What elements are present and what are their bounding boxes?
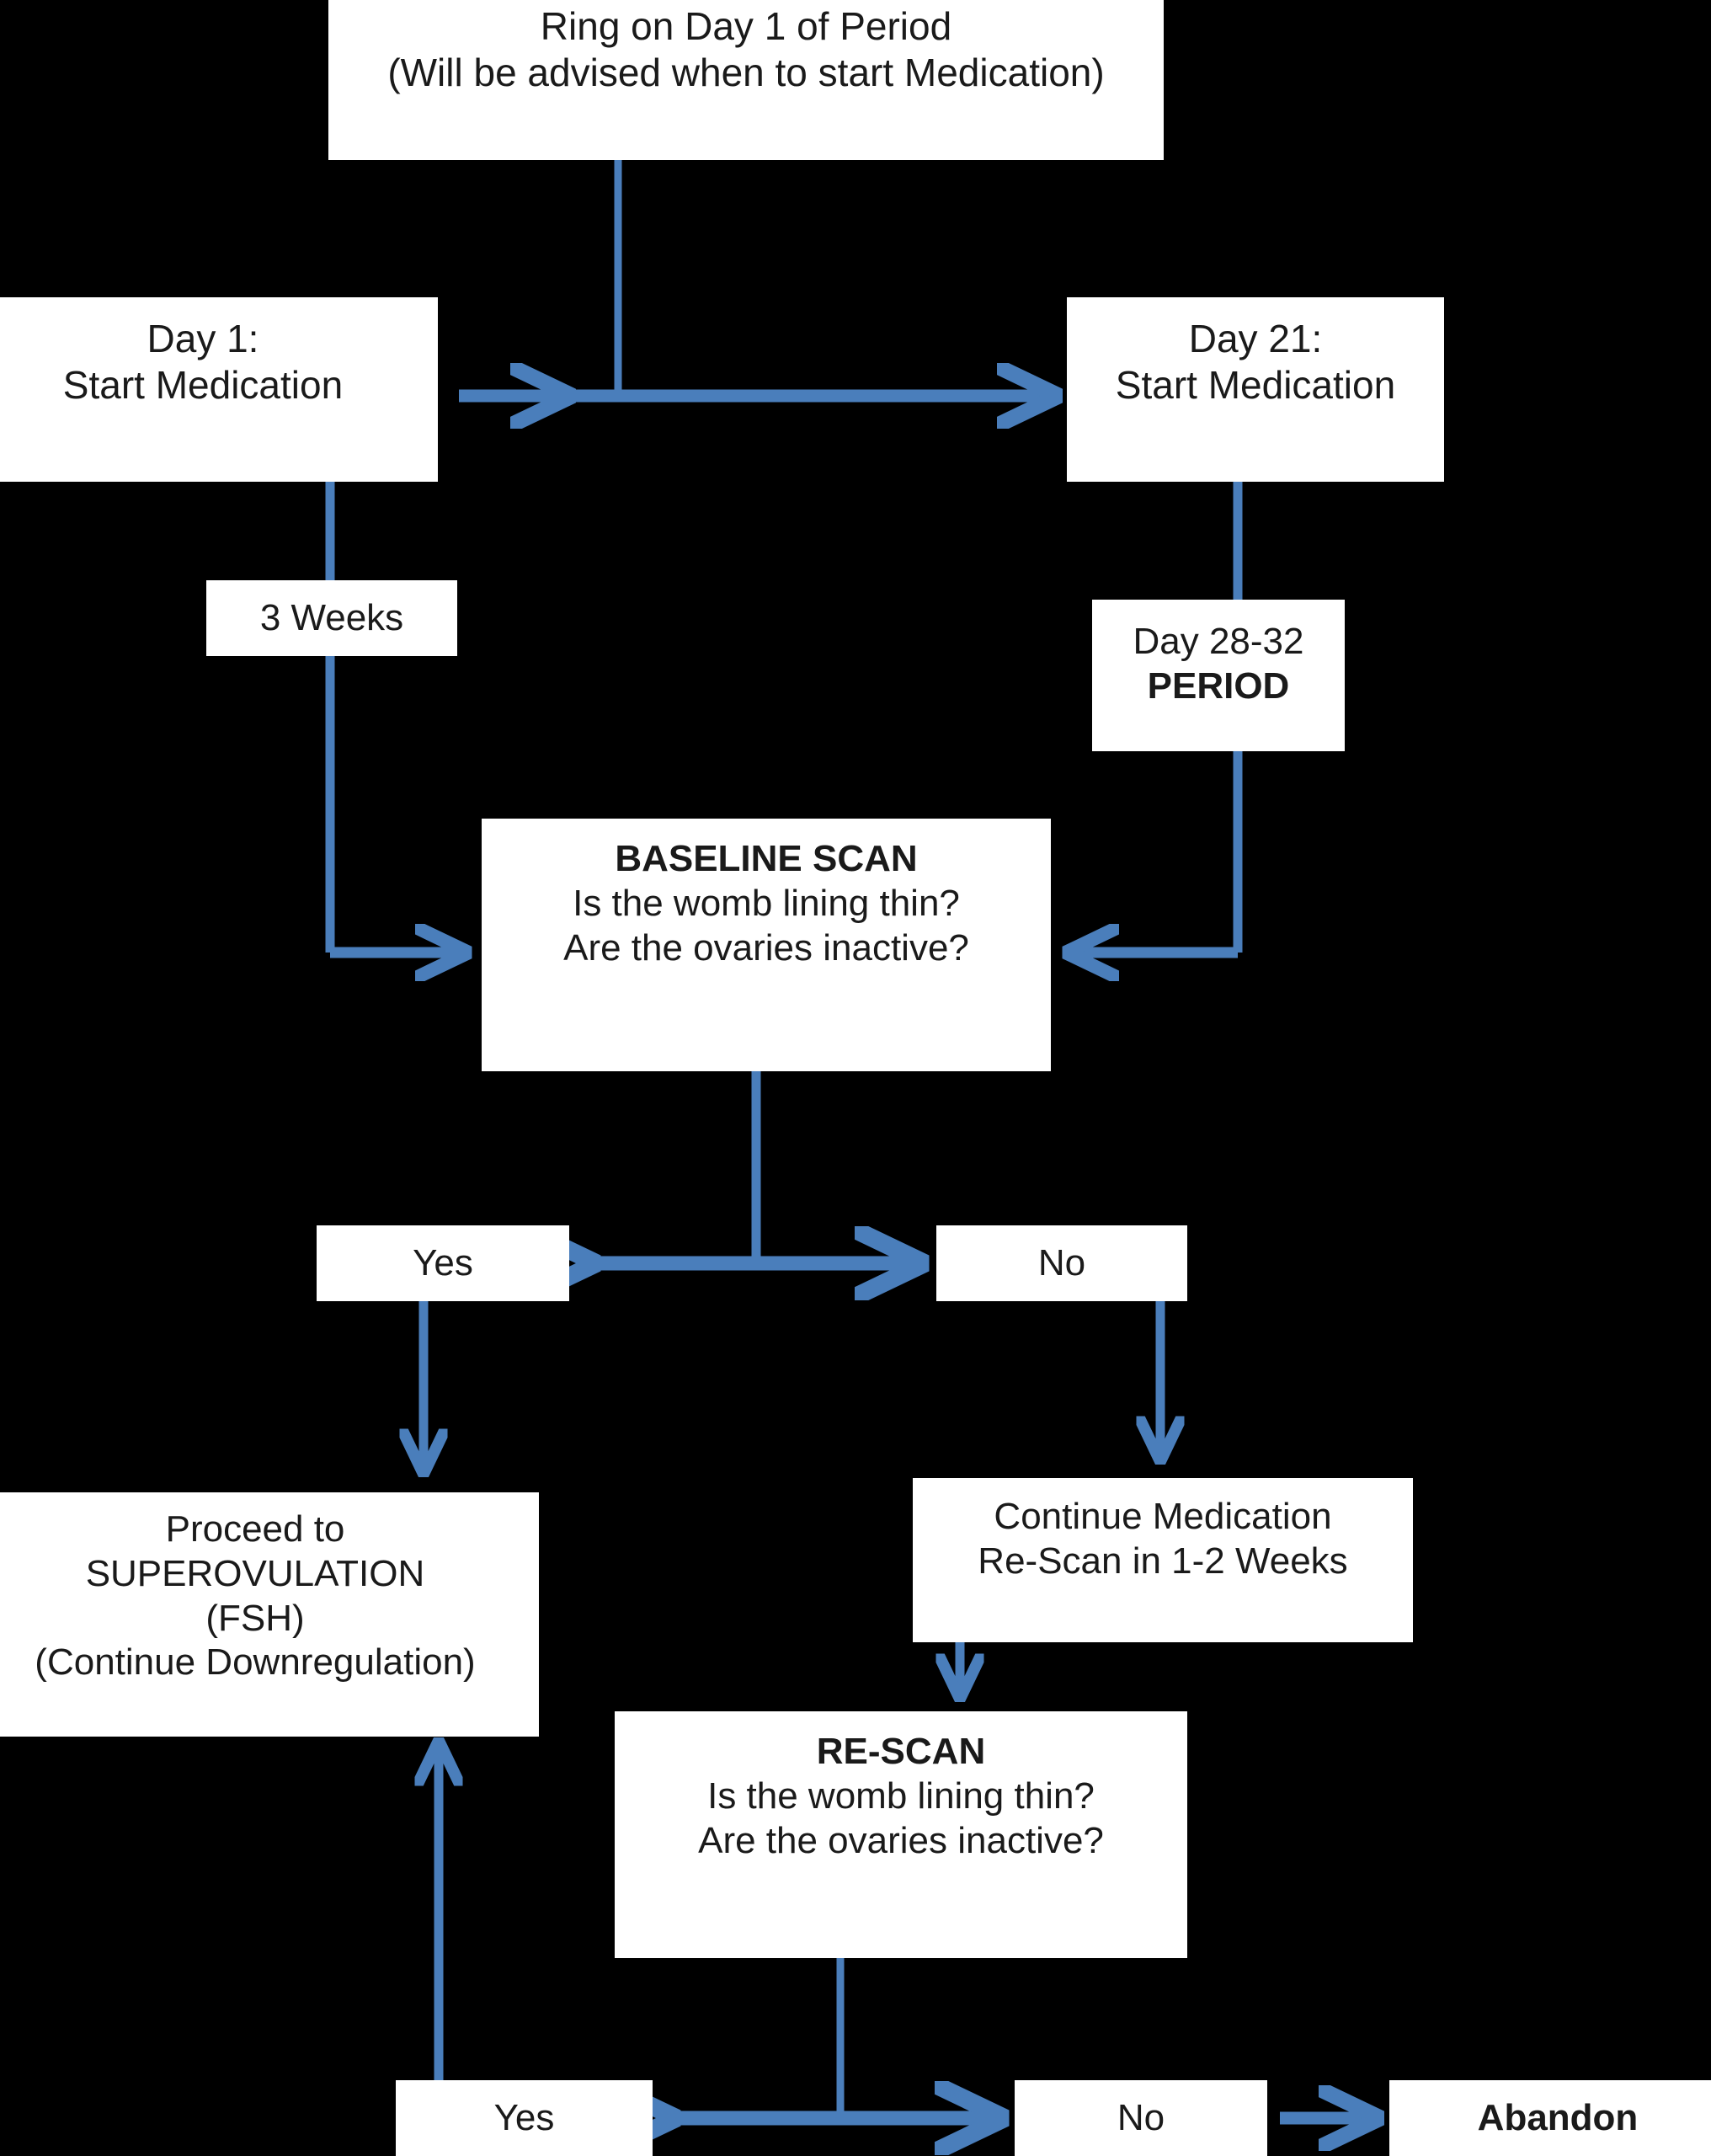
node-rescan-title: RE-SCAN [816,1731,986,1772]
node-ring-on-day-1[interactable]: Ring on Day 1 of Period (Will be advised… [328,0,1164,160]
node-superovulation-line4: (Continue Downregulation) [35,1641,476,1684]
node-baseline-yes-label: Yes [413,1241,473,1283]
node-superovulation-line2: SUPEROVULATION [85,1552,425,1594]
node-rescan-yes[interactable]: Yes [396,2080,653,2156]
node-continue-medication[interactable]: Continue Medication Re-Scan in 1-2 Weeks [913,1478,1413,1642]
node-continue-med-line1: Continue Medication [994,1496,1332,1537]
node-baseline-yes[interactable]: Yes [317,1225,569,1301]
node-rescan-question-2: Are the ovaries inactive? [698,1819,1104,1861]
node-ring-line1: Ring on Day 1 of Period [540,4,952,48]
node-three-weeks[interactable]: 3 Weeks [206,580,457,656]
node-period-line1: Day 28-32 [1133,621,1304,662]
node-baseline-question-2: Are the ovaries inactive? [563,926,969,969]
node-rescan-question-1: Is the womb lining thin? [707,1774,1095,1817]
node-rescan-no-label: No [1117,2096,1165,2138]
node-superovulation-line1: Proceed to [165,1508,345,1550]
node-day-28-32-period[interactable]: Day 28-32 PERIOD [1092,600,1345,751]
node-day21-line1: Day 21: [1188,317,1323,360]
node-rescan-yes-label: Yes [493,2096,555,2138]
node-abandon[interactable]: Abandon [1389,2080,1711,2156]
node-abandon-label: Abandon [1477,2096,1639,2138]
node-baseline-scan[interactable]: BASELINE SCAN Is the womb lining thin? A… [482,819,1051,1071]
node-3weeks-label: 3 Weeks [259,596,404,638]
node-rescan-no[interactable]: No [1015,2080,1267,2156]
node-baseline-title: BASELINE SCAN [615,838,918,879]
node-superovulation-line3: (FSH) [205,1597,305,1639]
node-continue-med-line2: Re-Scan in 1-2 Weeks [978,1540,1348,1582]
node-day21-line2: Start Medication [1115,363,1396,408]
node-day-21-start-medication[interactable]: Day 21: Start Medication [1067,297,1444,482]
node-day-1-start-medication[interactable]: Day 1: Start Medication [0,297,438,482]
node-baseline-no-label: No [1037,1241,1086,1283]
node-day1-line2: Start Medication [62,363,344,408]
node-re-scan[interactable]: RE-SCAN Is the womb lining thin? Are the… [615,1711,1187,1958]
node-baseline-no[interactable]: No [936,1225,1187,1301]
node-ring-line2: (Will be advised when to start Medicatio… [387,51,1105,95]
node-day1-line1: Day 1: [147,317,259,360]
node-baseline-question-1: Is the womb lining thin? [573,882,960,924]
node-proceed-to-superovulation[interactable]: Proceed to SUPEROVULATION (FSH) (Continu… [0,1492,539,1737]
node-period-line2: PERIOD [1147,664,1290,707]
